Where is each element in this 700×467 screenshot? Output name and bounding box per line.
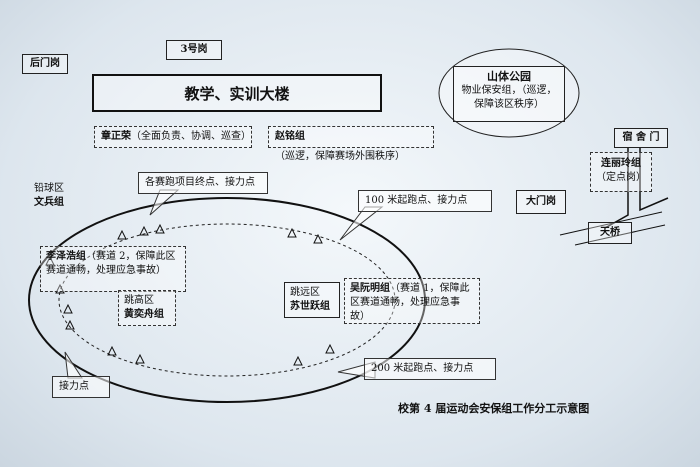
li-name: 李泽浩组 bbox=[46, 251, 86, 262]
relay-marker-6 bbox=[55, 283, 65, 294]
lian-box: 连丽玲组 （定点岗） bbox=[590, 152, 652, 192]
track-outer bbox=[28, 197, 426, 403]
building-box: 教学、实训大楼 bbox=[92, 74, 382, 112]
lian-name: 连丽玲组 bbox=[601, 158, 641, 169]
wu-box: 吴阮明组（赛道 1，保障此区赛道通畅，处理应急事故） bbox=[344, 278, 480, 324]
relay-marker-10 bbox=[135, 353, 145, 364]
relay-callout: 接力点 bbox=[52, 376, 110, 398]
relay-marker-5 bbox=[45, 255, 55, 266]
relay-marker-8 bbox=[65, 319, 75, 330]
relay-marker-9 bbox=[107, 345, 117, 356]
track-inner bbox=[58, 223, 396, 377]
park-title: 山体公园 bbox=[487, 70, 531, 83]
long-jump-group: 苏世跃组 bbox=[290, 301, 330, 312]
back-gate-label: 后门岗 bbox=[22, 54, 68, 74]
relay-marker-0 bbox=[117, 229, 127, 240]
zhang-desc: （全面负责、协调、巡查） bbox=[131, 131, 251, 142]
relay-markers bbox=[45, 223, 335, 366]
relay-marker-4 bbox=[313, 233, 323, 244]
li-box: 李泽浩组（赛道 2，保障此区赛道通畅，处理应急事故） bbox=[40, 246, 186, 292]
relay-marker-1 bbox=[139, 225, 149, 236]
lian-desc: （定点岗） bbox=[596, 172, 646, 183]
zhao-desc: （巡逻，保障赛场外围秩序） bbox=[275, 151, 405, 162]
relay-pointer bbox=[64, 351, 83, 379]
relay-marker-3 bbox=[287, 227, 297, 238]
wu-name: 吴阮明组 bbox=[350, 283, 390, 294]
diagram-title: 校第 4 届运动会安保组工作分工示意图 bbox=[398, 402, 590, 415]
relay-marker-11 bbox=[293, 355, 303, 366]
shot-group: 文兵组 bbox=[34, 197, 64, 208]
road-line-4 bbox=[574, 224, 666, 246]
bridge-label: 天桥 bbox=[588, 222, 632, 244]
start100-callout: 100 米起跑点、接力点 bbox=[358, 190, 492, 212]
wu-desc: （赛道 1，保障此区赛道通畅，处理应急事故） bbox=[350, 283, 470, 322]
park-desc: 物业保安组，（巡逻，保障该区秩序） bbox=[461, 85, 557, 110]
road-line-1 bbox=[604, 148, 629, 229]
high-jump-zone: 跳高区 黄奕舟组 bbox=[118, 290, 176, 326]
li-desc: （赛道 2，保障此区赛道通畅，处理应急事故） bbox=[46, 251, 176, 276]
finish-callout: 各赛跑项目终点、接力点 bbox=[138, 172, 268, 194]
zhang-box: 章正荣（全面负责、协调、巡查） bbox=[94, 126, 252, 148]
dorm-gate-label: 宿 舍 门 bbox=[614, 128, 668, 148]
relay-marker-12 bbox=[325, 343, 335, 354]
relay-marker-7 bbox=[63, 303, 73, 314]
high-jump-group: 黄奕舟组 bbox=[124, 309, 164, 320]
park-ellipse bbox=[438, 48, 580, 138]
relay-marker-2 bbox=[155, 223, 165, 234]
zhang-name: 章正荣 bbox=[101, 131, 131, 142]
long-jump-area: 跳远区 bbox=[290, 287, 320, 298]
road-line-3 bbox=[559, 211, 663, 236]
main-gate-label: 大门岗 bbox=[516, 190, 566, 214]
start200-callout: 200 米起跑点、接力点 bbox=[364, 358, 496, 380]
long-jump-zone: 跳远区 苏世跃组 bbox=[284, 282, 340, 318]
shot-area: 铅球区 bbox=[34, 183, 64, 194]
road-line-2 bbox=[639, 148, 669, 212]
park-box: 山体公园 物业保安组，（巡逻，保障该区秩序） bbox=[453, 66, 565, 122]
shot-zone: 铅球区 文兵组 bbox=[34, 182, 64, 210]
zhao-box: 赵铭组 （巡逻，保障赛场外围秩序） bbox=[268, 126, 434, 162]
post3-label: 3号岗 bbox=[166, 40, 222, 60]
zhao-name: 赵铭组 bbox=[275, 131, 305, 142]
high-jump-area: 跳高区 bbox=[124, 295, 154, 306]
